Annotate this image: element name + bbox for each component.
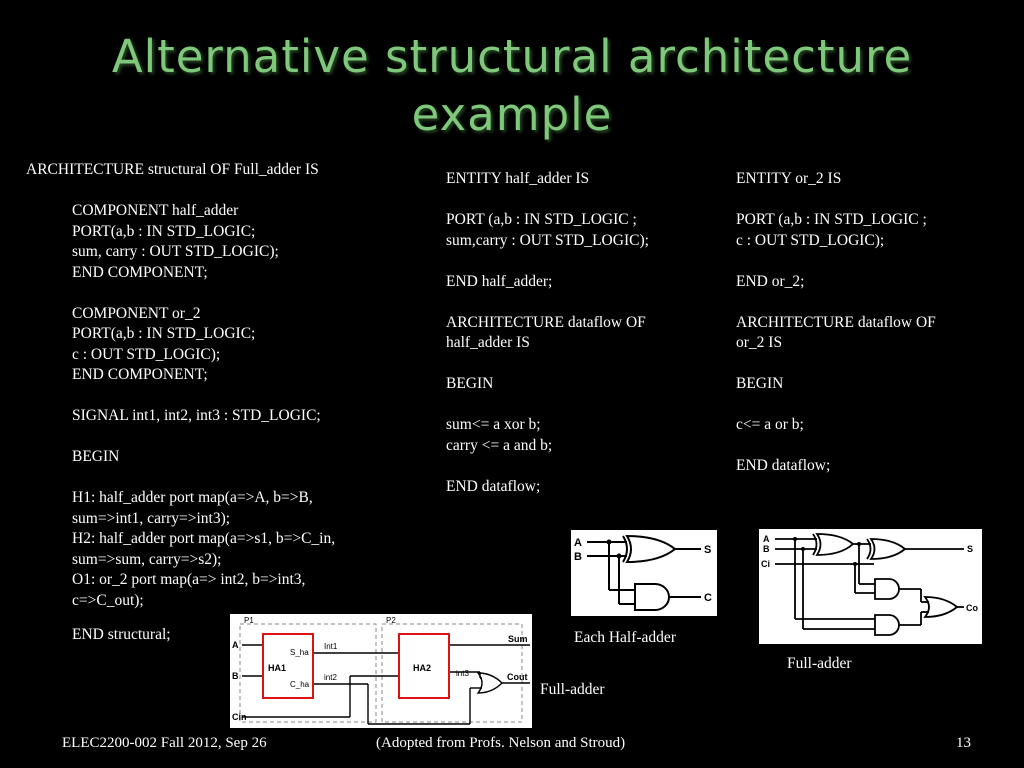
or2-entity-code: ENTITY or_2 IS PORT (a,b : IN STD_LOGIC … <box>736 169 936 477</box>
p2-label: P2 <box>386 616 396 625</box>
code-line: END half_adder; <box>446 272 553 290</box>
output-co-label: Co <box>966 603 978 613</box>
output-s-label: S <box>704 544 711 556</box>
code-line: BEGIN <box>72 448 120 465</box>
half-adder-caption: Each Half-adder <box>574 629 676 646</box>
code-line: PORT(a,b : IN STD_LOGIC; <box>72 222 256 240</box>
input-cin-label: Cin <box>232 712 247 722</box>
code-line: END dataflow; <box>736 457 831 474</box>
code-line: H1: half_adder port map(a=>A, b=>B, <box>72 489 313 506</box>
code-line: ENTITY or_2 IS <box>736 170 842 187</box>
code-line: PORT (a,b : IN STD_LOGIC ; <box>736 211 927 228</box>
code-line: sum<= a xor b; <box>446 416 541 433</box>
code-line: c=>C_out); <box>72 591 144 609</box>
code-line: SIGNAL int1, int2, int3 : STD_LOGIC; <box>72 407 321 424</box>
code-line: END COMPONENT; <box>72 263 208 281</box>
block-diagram-caption: Full-adder <box>540 681 605 698</box>
footer-attribution: (Adopted from Profs. Nelson and Stroud) <box>376 735 626 751</box>
code-line: O1: or_2 port map(a=> int2, b=>int3, <box>72 571 306 588</box>
input-a-label: A <box>763 534 770 544</box>
title-line-1: Alternative structural architecture <box>111 30 913 83</box>
code-line: ARCHITECTURE structural OF Full_adder IS <box>26 161 319 178</box>
code-line: sum, carry : OUT STD_LOGIC); <box>72 243 279 260</box>
code-line: END dataflow; <box>446 477 541 495</box>
code-line: ENTITY half_adder IS <box>446 170 590 187</box>
code-line: END COMPONENT; <box>72 366 208 383</box>
code-line: carry <= a and b; <box>446 436 553 454</box>
input-a-label: A <box>232 640 239 650</box>
code-line: BEGIN <box>736 375 784 392</box>
int3-label: int3 <box>456 669 469 678</box>
output-cout-label: Cout <box>507 672 528 682</box>
s-ha-label: S_ha <box>290 648 309 657</box>
full-adder-gates-caption: Full-adder <box>787 655 852 672</box>
input-a-label: A <box>574 537 582 549</box>
code-line: c : OUT STD_LOGIC); <box>72 345 221 363</box>
slide-title: Alternative structural architecture exam… <box>0 28 1024 144</box>
code-line: COMPONENT or_2 <box>72 304 201 322</box>
input-b-label: B <box>232 671 239 681</box>
half-adder-entity-code: ENTITY half_adder IS PORT (a,b : IN STD_… <box>446 169 649 497</box>
footer-course-date: ELEC2200-002 Fall 2012, Sep 26 <box>62 735 267 751</box>
code-line: END or_2; <box>736 272 805 290</box>
c-ha-label: C_ha <box>290 680 310 689</box>
half-adder-schematic: A B S C <box>571 530 717 616</box>
int1-label: Int1 <box>324 642 338 651</box>
code-line: PORT (a,b : IN STD_LOGIC ; <box>446 211 637 228</box>
code-line: ARCHITECTURE dataflow OF <box>446 313 646 331</box>
code-line: END structural; <box>72 626 171 643</box>
code-line: c : OUT STD_LOGIC); <box>736 231 885 249</box>
code-line: sum,carry : OUT STD_LOGIC); <box>446 231 649 249</box>
input-b-label: B <box>574 551 582 563</box>
p1-label: P1 <box>244 616 254 625</box>
full-adder-schematic: A B Ci S Co <box>759 529 982 644</box>
code-line: BEGIN <box>446 375 494 392</box>
code-line: half_adder IS <box>446 334 530 351</box>
code-line: COMPONENT half_adder <box>72 202 239 219</box>
input-ci-label: Ci <box>761 559 770 569</box>
half-adder-schematic-svg: A B S C <box>574 534 712 611</box>
code-line: H2: half_adder port map(a=>s1, b=>C_in, <box>72 530 336 547</box>
ha2-label: HA2 <box>413 663 431 673</box>
code-line: ARCHITECTURE dataflow OF <box>736 313 936 331</box>
code-line: sum=>sum, carry=>s2); <box>72 550 222 568</box>
int2-label: int2 <box>324 673 337 682</box>
output-sum-label: Sum <box>508 634 528 644</box>
full-adder-block-diagram: P1 P2 A B Cin S_ha C_ha HA1 HA2 Int1 int… <box>230 614 532 728</box>
code-line: PORT(a,b : IN STD_LOGIC; <box>72 325 256 342</box>
block-diagram-svg: P1 P2 A B Cin S_ha C_ha HA1 HA2 Int1 int… <box>232 616 530 725</box>
output-s-label: S <box>967 544 973 554</box>
full-adder-schematic-svg: A B Ci S Co <box>761 533 978 636</box>
code-line: c<= a or b; <box>736 416 804 433</box>
input-b-label: B <box>763 544 770 554</box>
structural-architecture-code: ARCHITECTURE structural OF Full_adder IS… <box>26 160 335 646</box>
code-line: or_2 IS <box>736 334 783 351</box>
title-line-2: example <box>411 88 613 141</box>
ha1-label: HA1 <box>268 663 286 673</box>
code-line: sum=>int1, carry=>int3); <box>72 509 231 527</box>
output-c-label: C <box>704 592 712 604</box>
slide-number: 13 <box>956 735 971 751</box>
